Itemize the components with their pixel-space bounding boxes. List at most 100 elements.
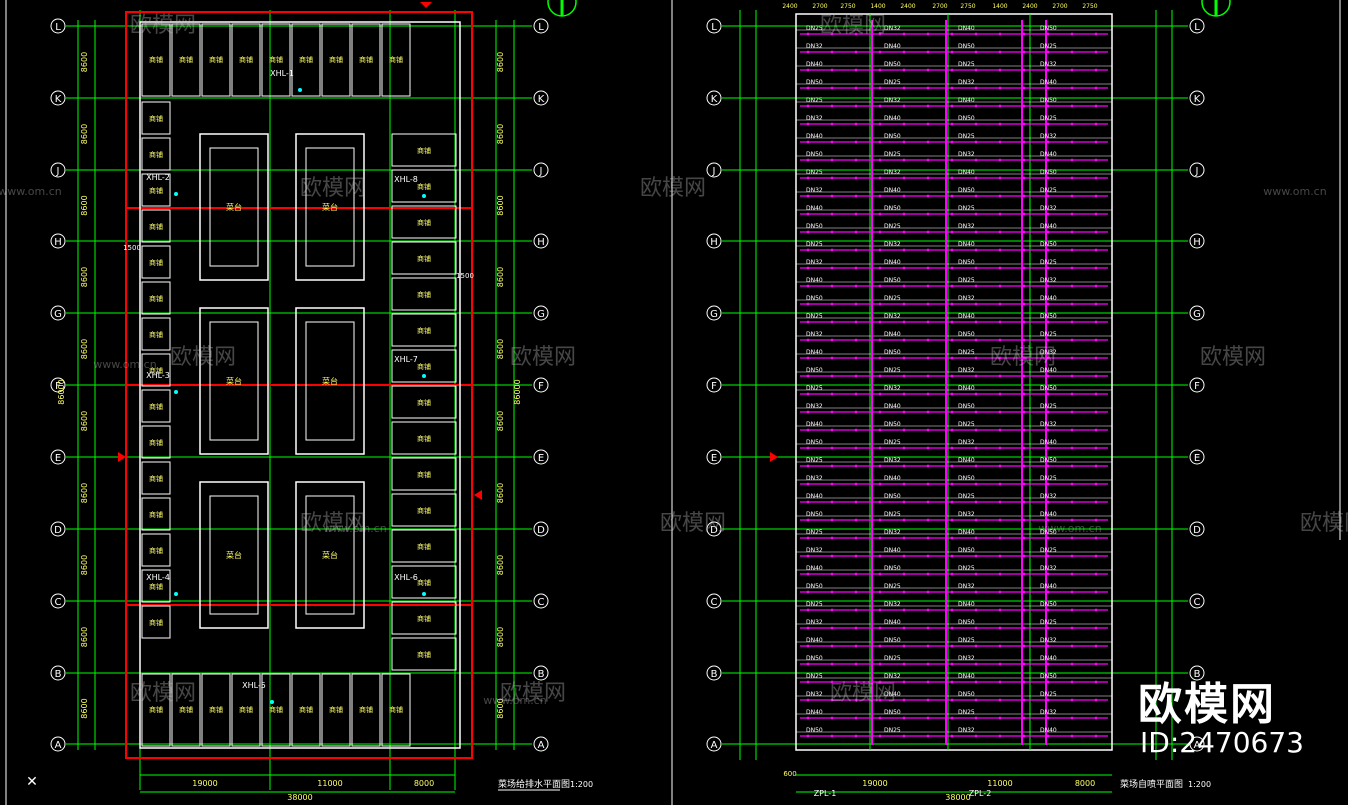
- pipe-size-label: DN40: [884, 331, 901, 338]
- sprinkler-head: [806, 158, 810, 162]
- axis-bubble: [1189, 162, 1205, 178]
- sprinkler-head: [974, 554, 978, 558]
- sprinkler-head: [902, 410, 906, 414]
- row-dimension: 8600: [80, 52, 89, 72]
- pipe-size-label: DN25: [806, 457, 823, 464]
- sprinkler-head: [878, 86, 882, 90]
- pipe-size-label: DN25: [1040, 259, 1057, 266]
- sprinkler-head: [878, 716, 882, 720]
- pipe-size-label: DN40: [1040, 583, 1057, 590]
- bottom-total-dimension: 38000: [945, 793, 970, 802]
- sprinkler-head: [998, 536, 1002, 540]
- pipe-size-label: DN50: [884, 493, 901, 500]
- sprinkler-head: [1046, 644, 1050, 648]
- sprinkler-head: [1046, 500, 1050, 504]
- sprinkler-head: [1094, 122, 1098, 126]
- pipe-size-label: DN50: [884, 61, 901, 68]
- stall-outer: [199, 307, 269, 455]
- riser-label: XHL-5: [242, 681, 266, 690]
- sprinkler-head: [974, 122, 978, 126]
- sprinkler-head: [902, 32, 906, 36]
- sprinkler-head: [1046, 356, 1050, 360]
- sprinkler-head: [902, 338, 906, 342]
- sprinkler-head: [1094, 698, 1098, 702]
- sprinkler-head: [1022, 428, 1026, 432]
- pipe-size-label: DN32: [884, 313, 901, 320]
- row-dimension: 8600: [496, 339, 505, 359]
- axis-label: K: [711, 94, 718, 105]
- top-dimension: 2400: [900, 3, 915, 10]
- sprinkler-head: [854, 608, 858, 612]
- pipe-size-label: DN25: [884, 655, 901, 662]
- pipe-size-label: DN25: [884, 367, 901, 374]
- pipe-size-label: DN50: [884, 637, 901, 644]
- row-dimension: 8600: [496, 411, 505, 431]
- sprinkler-head: [830, 734, 834, 738]
- axis-bubble: [706, 593, 722, 609]
- pipe-size-label: DN25: [958, 205, 975, 212]
- sprinkler-head: [1094, 734, 1098, 738]
- top-dimension: 2400: [782, 3, 797, 10]
- sprinkler-head: [902, 248, 906, 252]
- stall-outer: [295, 481, 365, 629]
- sprinkler-head: [974, 716, 978, 720]
- sprinkler-head: [998, 626, 1002, 630]
- riser-marker: [422, 374, 426, 378]
- axis-label: B: [538, 669, 545, 680]
- pipe-size-label: DN32: [958, 295, 975, 302]
- sprinkler-head: [1022, 176, 1026, 180]
- pipe-size-label: DN50: [806, 511, 823, 518]
- stall-outer: [199, 481, 269, 629]
- pipe-size-label: DN40: [884, 475, 901, 482]
- shop-label: 商铺: [149, 258, 163, 267]
- pipe-size-label: DN50: [958, 259, 975, 266]
- shop-unit: [141, 389, 171, 423]
- entrance-arrow: [420, 2, 432, 8]
- sprinkler-head: [854, 68, 858, 72]
- sprinkler-head: [830, 212, 834, 216]
- sprinkler-head: [950, 536, 954, 540]
- sprinkler-head: [806, 50, 810, 54]
- shop-unit: [391, 421, 457, 455]
- sprinkler-head: [806, 536, 810, 540]
- pipe-size-label: DN50: [1040, 25, 1057, 32]
- sprinkler-head: [854, 698, 858, 702]
- sprinkler-head: [902, 518, 906, 522]
- sprinkler-head: [854, 500, 858, 504]
- shop-label: 商铺: [209, 55, 223, 64]
- axis-bubble: [706, 18, 722, 34]
- sprinkler-head: [926, 104, 930, 108]
- sprinkler-head: [878, 32, 882, 36]
- sprinkler-head: [1022, 446, 1026, 450]
- pipe-size-label: DN40: [1040, 655, 1057, 662]
- pipe-size-label: DN50: [1040, 169, 1057, 176]
- sprinkler-head: [950, 140, 954, 144]
- axis-bubble: [533, 18, 549, 34]
- sprinkler-head: [950, 698, 954, 702]
- sprinkler-head: [1094, 68, 1098, 72]
- pipe-size-label: DN40: [958, 25, 975, 32]
- sprinkler-head: [902, 266, 906, 270]
- sprinkler-head: [806, 518, 810, 522]
- sprinkler-head: [902, 212, 906, 216]
- sprinkler-head: [878, 212, 882, 216]
- shop-label: 商铺: [149, 510, 163, 519]
- sprinkler-head: [998, 464, 1002, 468]
- pipe-size-label: DN40: [958, 457, 975, 464]
- sprinkler-head: [1094, 158, 1098, 162]
- sprinkler-head: [998, 392, 1002, 396]
- riser-marker: [422, 194, 426, 198]
- sprinkler-head: [902, 644, 906, 648]
- sprinkler-head: [1094, 284, 1098, 288]
- sprinkler-head: [926, 644, 930, 648]
- axis-bubble: [50, 305, 66, 321]
- sprinkler-head: [1046, 662, 1050, 666]
- pipe-size-label: DN25: [1040, 115, 1057, 122]
- pipe-size-label: DN32: [806, 547, 823, 554]
- sprinkler-head: [998, 428, 1002, 432]
- shop-unit: [141, 101, 171, 135]
- sprinkler-head: [926, 32, 930, 36]
- pipe-size-label: DN32: [1040, 637, 1057, 644]
- sprinkler-head: [902, 626, 906, 630]
- total-height-dim: 86000: [513, 379, 522, 404]
